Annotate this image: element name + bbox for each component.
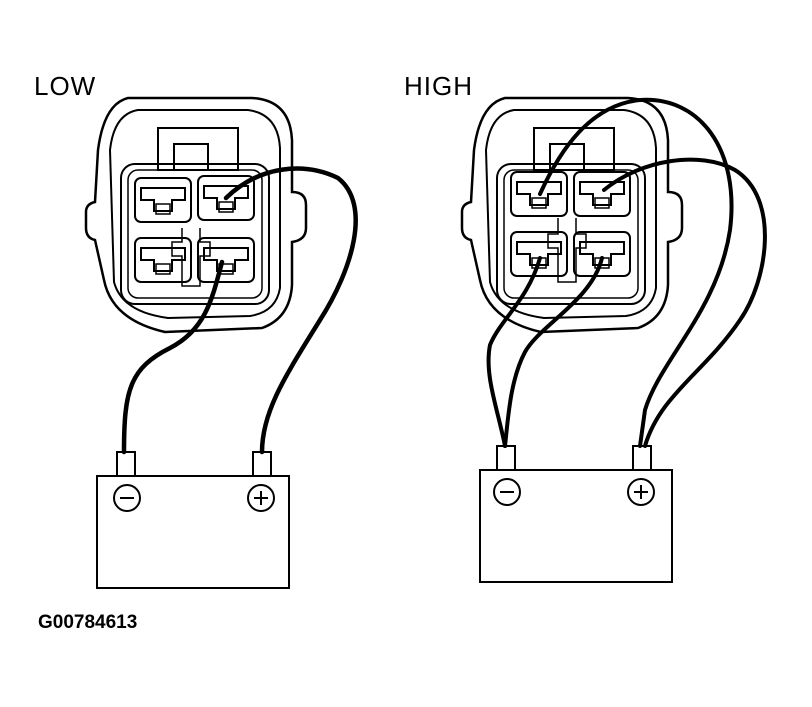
high-beam-title: HIGH xyxy=(404,71,473,101)
low-wires xyxy=(121,166,358,455)
high-wire-top-left xyxy=(538,97,734,448)
low-negative-wire xyxy=(121,259,225,455)
figure-id: G00784613 xyxy=(38,612,138,633)
low-plus-circle-icon xyxy=(247,484,275,512)
high-minus-circle-icon xyxy=(493,478,521,506)
low-battery xyxy=(96,451,290,589)
low-positive-wire xyxy=(223,166,358,455)
low-minus-circle-icon xyxy=(113,484,141,512)
high-wire-bottom-left xyxy=(486,256,542,448)
high-wire-bottom-right xyxy=(503,256,604,448)
high-connector xyxy=(460,96,684,334)
low-beam-title: LOW xyxy=(34,71,97,101)
high-battery xyxy=(479,445,673,583)
high-wires xyxy=(486,97,767,448)
high-wire-top-right xyxy=(602,157,767,448)
low-connector xyxy=(84,96,308,334)
high-plus-circle-icon xyxy=(627,478,655,506)
